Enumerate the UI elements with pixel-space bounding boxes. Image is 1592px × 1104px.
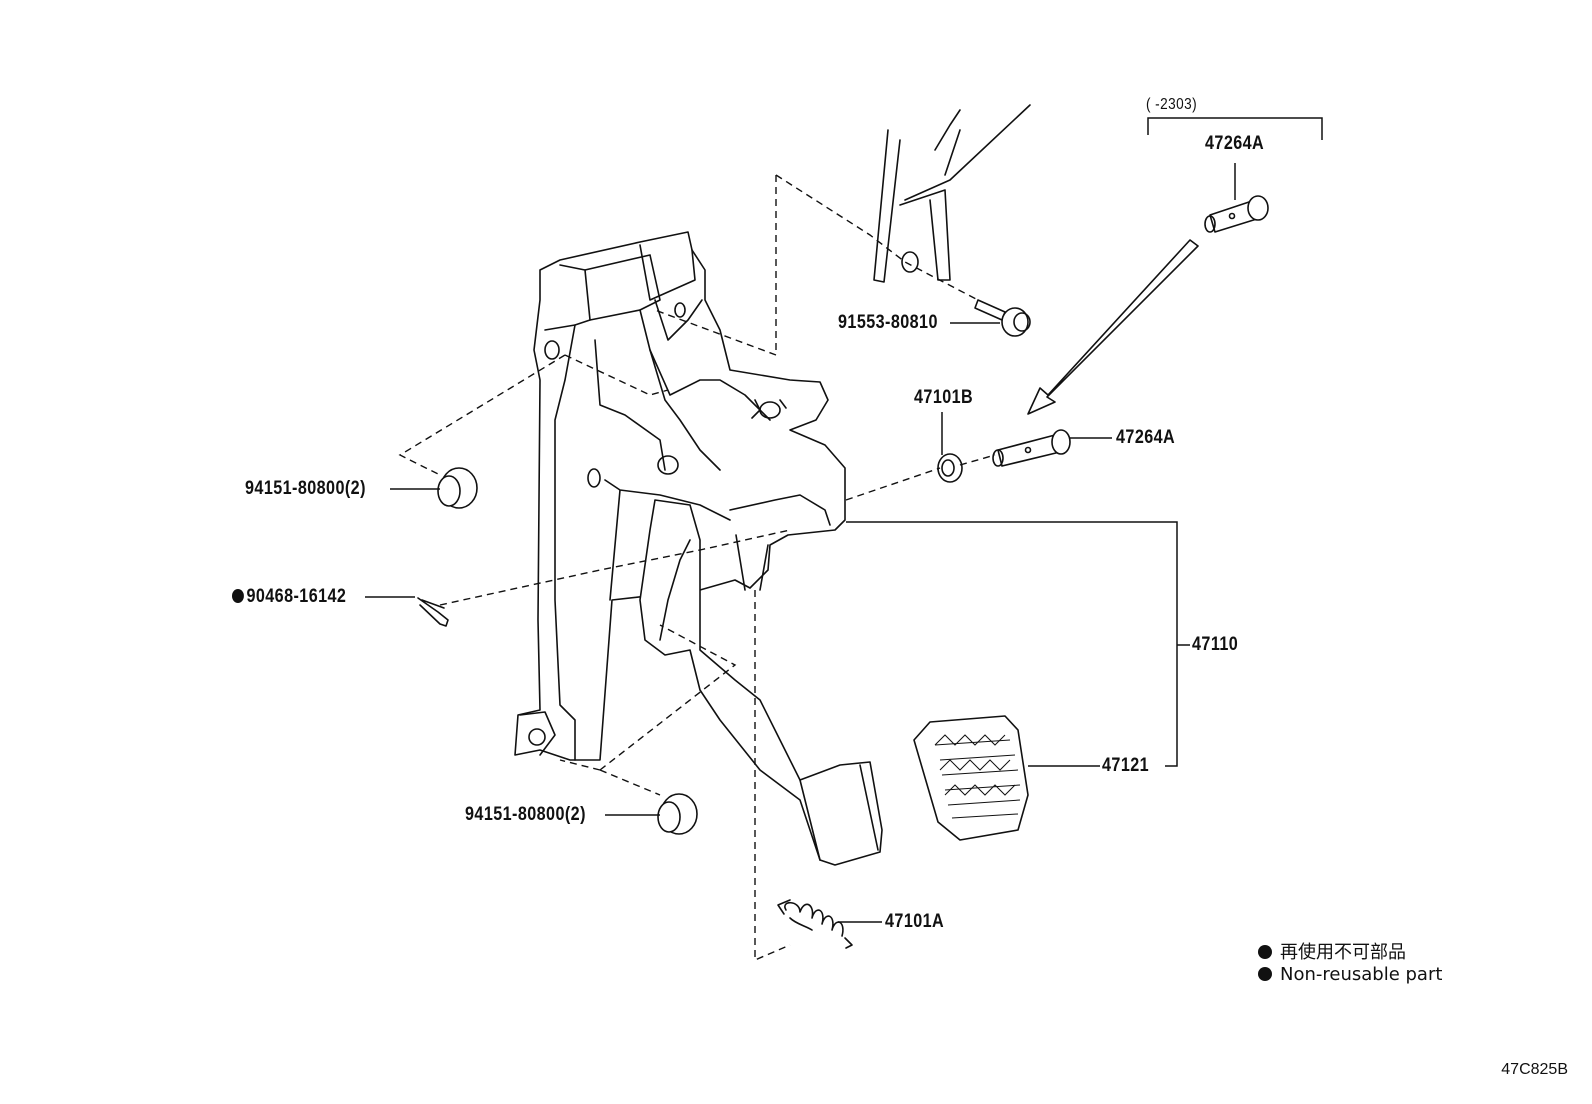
- legend-en: Non-reusable part: [1258, 964, 1442, 985]
- non-reusable-marker-icon: [232, 589, 244, 603]
- flange-bolt-part: [974, 299, 1031, 337]
- legend-en-text: Non-reusable part: [1280, 964, 1443, 985]
- production-range-label: ( -2303): [1146, 96, 1198, 113]
- assembly-guide-lines: [398, 174, 996, 962]
- direction-arrow: [1027, 239, 1199, 415]
- clip-part: [417, 597, 449, 627]
- diagram-code: 47C825B: [1501, 1061, 1568, 1078]
- clip-part-number: 90468-16142: [246, 586, 347, 607]
- nut-lower-part: [657, 793, 698, 835]
- legend-dot-icon: [1258, 967, 1272, 981]
- pedal-pad-part: [913, 715, 1029, 841]
- return-spring-part: [777, 899, 853, 949]
- part-label-nut-upper: 94151-80800(2): [245, 478, 366, 499]
- clevis-pin-part: [992, 429, 1071, 467]
- part-label-clip: 90468-16142: [232, 586, 346, 608]
- legend-jp-text: 再使用不可部品: [1280, 942, 1406, 963]
- part-label-pedal-pad: 47121: [1102, 755, 1150, 776]
- part-label-pin-top: 47264A: [1205, 133, 1265, 154]
- bushing-part: [937, 453, 963, 483]
- clevis-pin-top-part: [1204, 195, 1269, 233]
- brake-pedal-arm: [639, 499, 883, 866]
- part-label-nut-lower: 94151-80800(2): [465, 804, 586, 825]
- legend-jp: 再使用不可部品: [1258, 938, 1406, 964]
- part-label-pin: 47264A: [1116, 427, 1176, 448]
- nut-upper-part: [437, 467, 478, 509]
- part-label-bolt: 91553-80810: [838, 312, 938, 333]
- legend-dot-icon: [1258, 945, 1272, 959]
- leader-lines: [365, 117, 1323, 923]
- pedal-bracket: [514, 231, 846, 761]
- part-label-bushing: 47101B: [914, 387, 974, 408]
- part-label-spring: 47101A: [885, 911, 945, 932]
- vehicle-body-bracket: [873, 104, 1031, 283]
- part-label-pedal-assy: 47110: [1192, 634, 1239, 655]
